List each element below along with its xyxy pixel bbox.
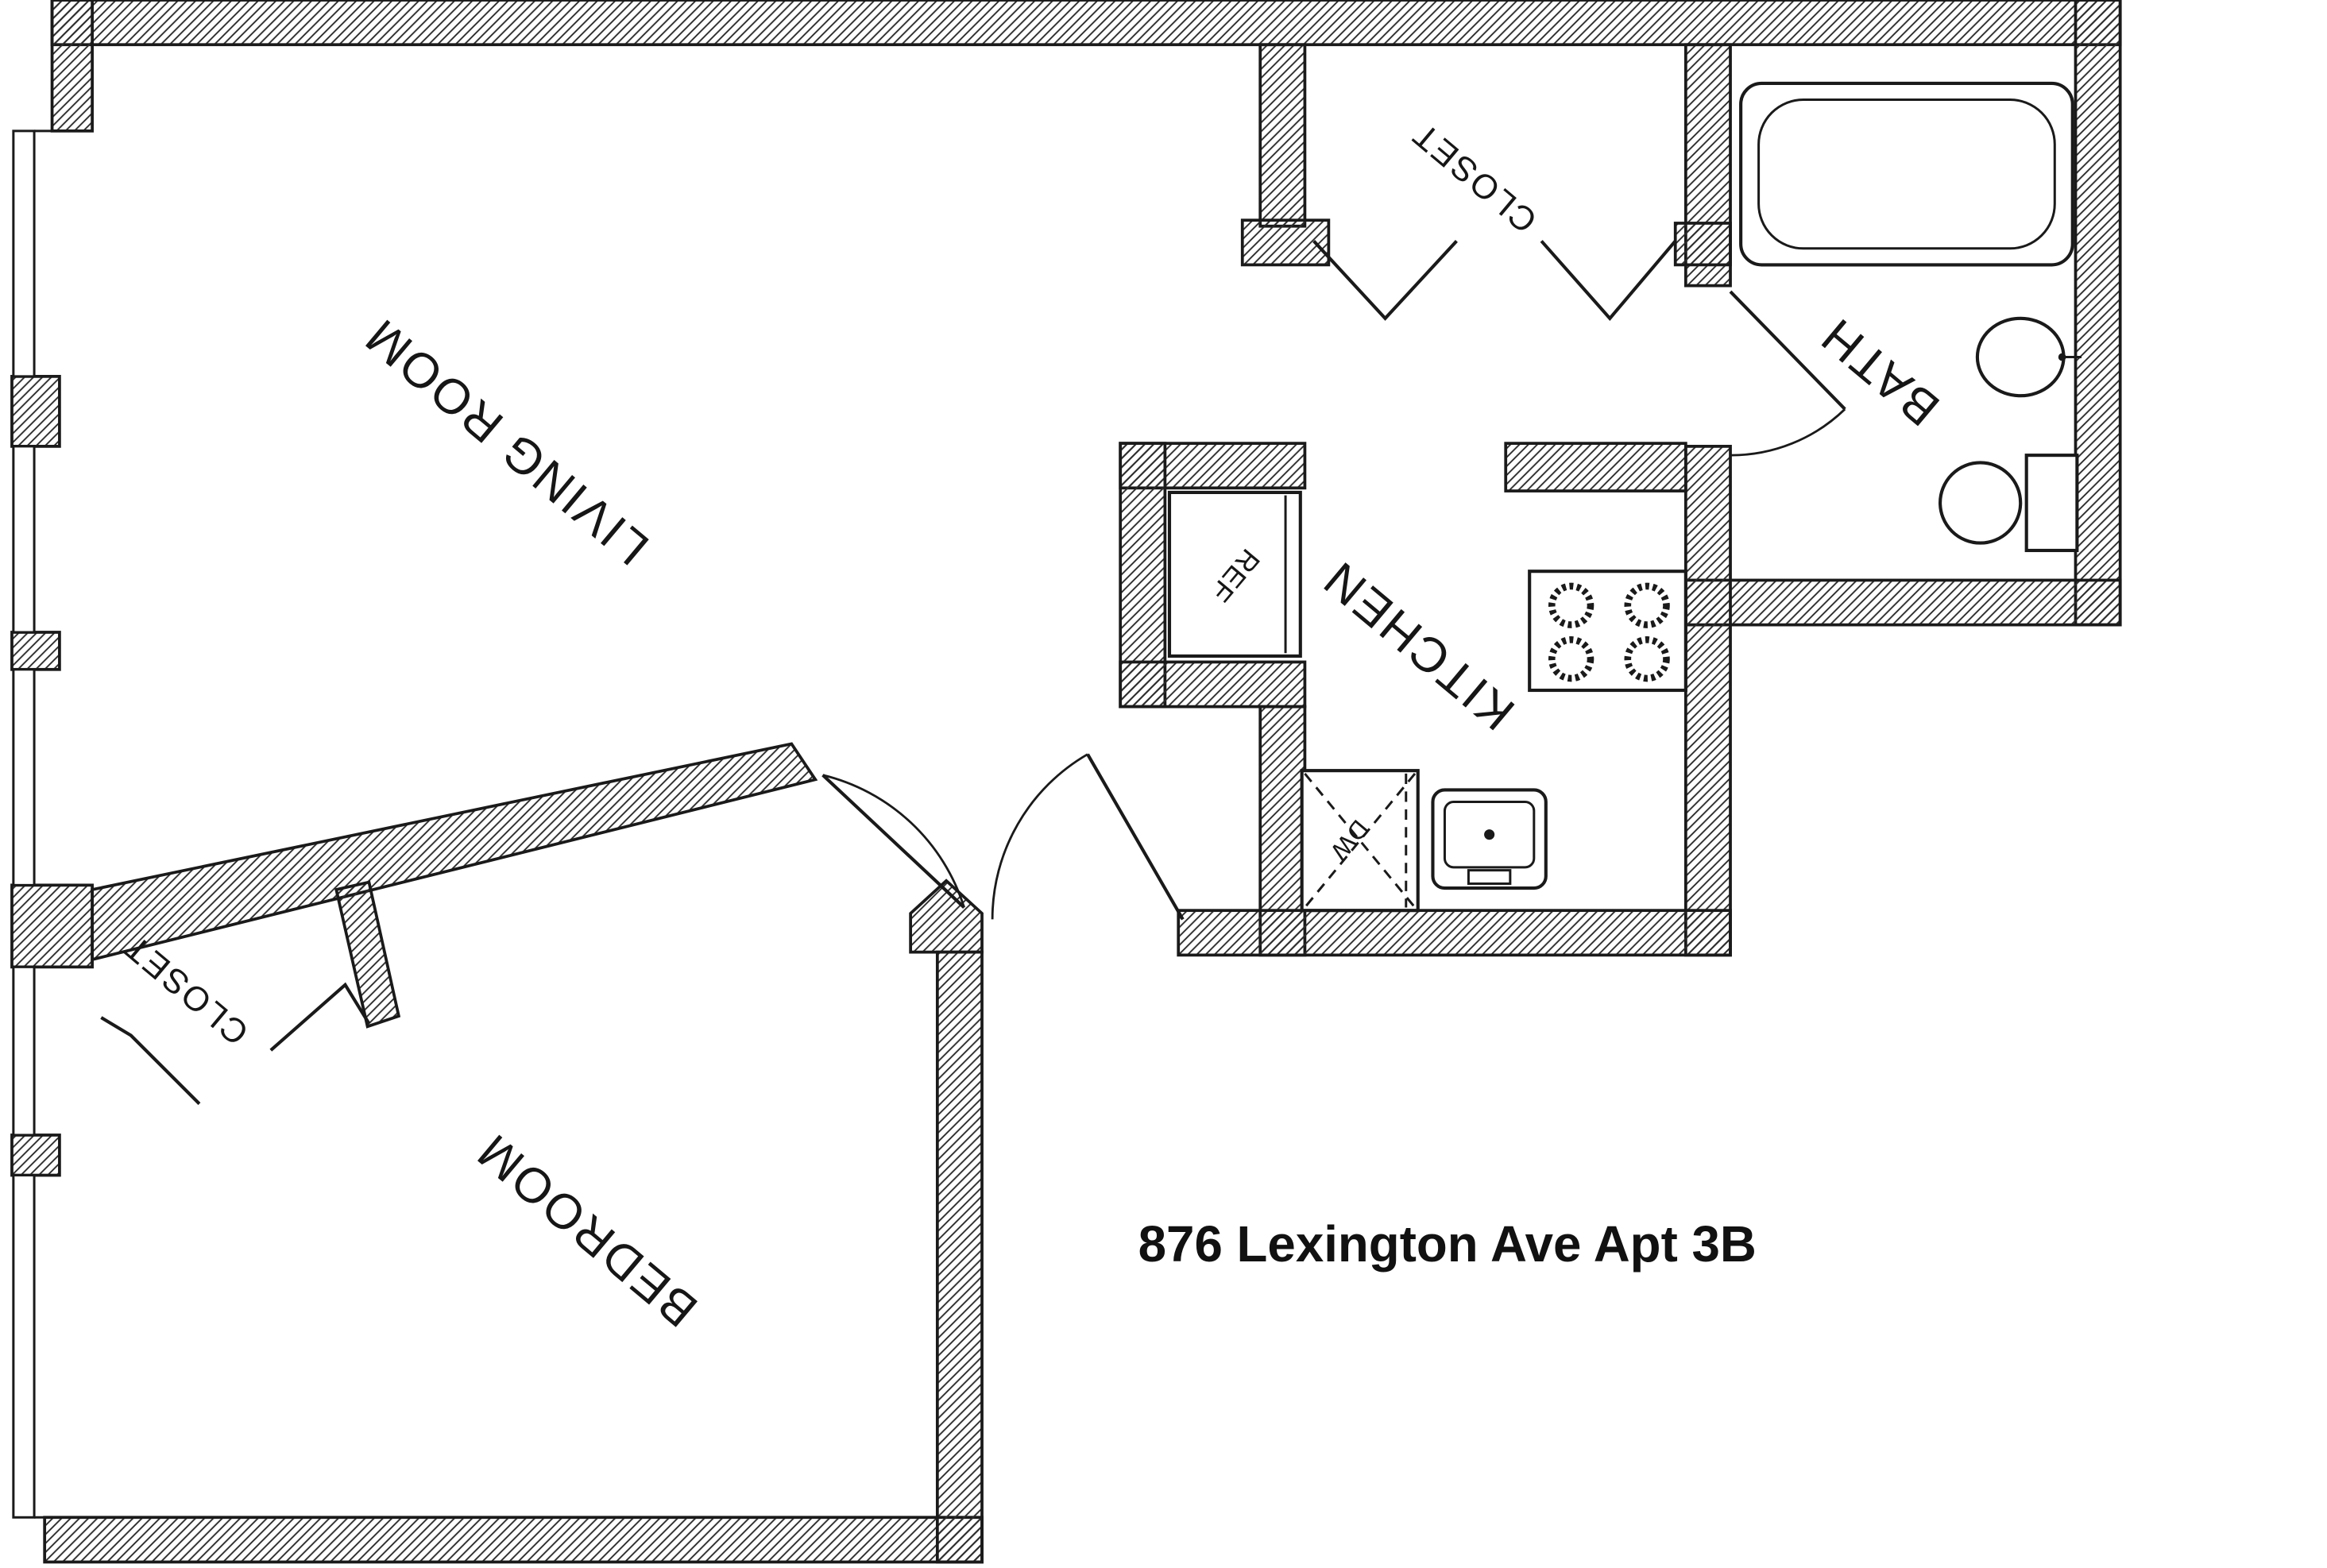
pier-left-2 [10, 374, 61, 448]
wall-top [50, 0, 2122, 47]
window-2 [12, 445, 36, 634]
stove-burner [1548, 582, 1594, 628]
wall-bedroom-door-stub [909, 879, 984, 954]
walls [10, 0, 2122, 1564]
bedroom-door-swing-arc [822, 774, 965, 908]
wall-bedroom-right [935, 950, 984, 1564]
doors [100, 240, 1846, 1106]
wall-kitchen-right [1683, 445, 1732, 957]
bedroom-closet-bifold-doors [100, 982, 371, 1106]
bath-sink [1975, 316, 2066, 398]
window-jamb-lines [34, 129, 57, 1519]
room-label-kitchen: KITCHEN [1312, 550, 1525, 740]
labels: LIVING ROOM BEDROOM KITCHEN BATH CLOSET … [116, 114, 1950, 1338]
wall-south [1177, 909, 1732, 957]
bathtub [1739, 81, 2074, 267]
entry-door-leaf [1086, 753, 1185, 921]
pier-left-4 [10, 883, 94, 969]
wall-bath-bottom [1683, 578, 2122, 627]
wall-bedroom-closet-partition [334, 880, 401, 1029]
wall-right-exterior [2074, 0, 2122, 627]
bedroom-door-leaf [821, 774, 965, 909]
toilet-bowl [1939, 461, 2023, 545]
room-label-bath: BATH [1811, 307, 1950, 436]
hall-closet-bifold-doors [1312, 240, 1677, 321]
wall-ref-nook-bottom [1119, 660, 1307, 709]
refrigerator [1167, 490, 1302, 658]
stove-burner [1548, 636, 1594, 682]
window-3 [12, 668, 36, 886]
room-label-hall-closet: CLOSET [1405, 114, 1544, 240]
bath-sink-drain [2058, 353, 2066, 361]
wall-closet-left [1258, 43, 1307, 228]
window-4 [12, 965, 36, 1137]
plan-title: 876 Lexington Ave Apt 3B [1138, 1216, 1757, 1273]
pier-left-5 [10, 1134, 61, 1177]
wall-diagonal [91, 742, 818, 962]
kitchen-sink-ledge [1467, 869, 1512, 885]
bath-door-swing-arc [1730, 408, 1846, 457]
wall-closet-jamb-right [1673, 222, 1732, 267]
stove-burner [1624, 636, 1670, 682]
dishwasher-hidden-lines [1304, 772, 1417, 909]
room-label-bedroom-closet: CLOSET [116, 926, 256, 1052]
room-label-bedroom: BEDROOM [466, 1122, 708, 1338]
kitchen-sink-basin [1443, 800, 1536, 869]
pier-top-left [50, 0, 94, 133]
bath-fixtures [1739, 81, 2082, 553]
kitchen-fixtures [1167, 490, 1687, 913]
wall-bedroom-bottom [43, 1516, 984, 1564]
kitchen-sink-drain [1484, 829, 1495, 840]
stove-burner [1624, 582, 1670, 628]
pier-left-3 [10, 631, 61, 671]
bath-door-leaf [1729, 290, 1846, 411]
windows [12, 129, 57, 1519]
wall-kitchen-north [1504, 442, 1687, 492]
entry-door-swing-arc [991, 753, 1088, 920]
toilet-tank [2024, 454, 2079, 553]
room-label-living-room: LIVING ROOM [354, 307, 659, 576]
window-5 [12, 1174, 36, 1519]
window-1 [12, 129, 36, 378]
bathtub-basin [1757, 98, 2056, 250]
